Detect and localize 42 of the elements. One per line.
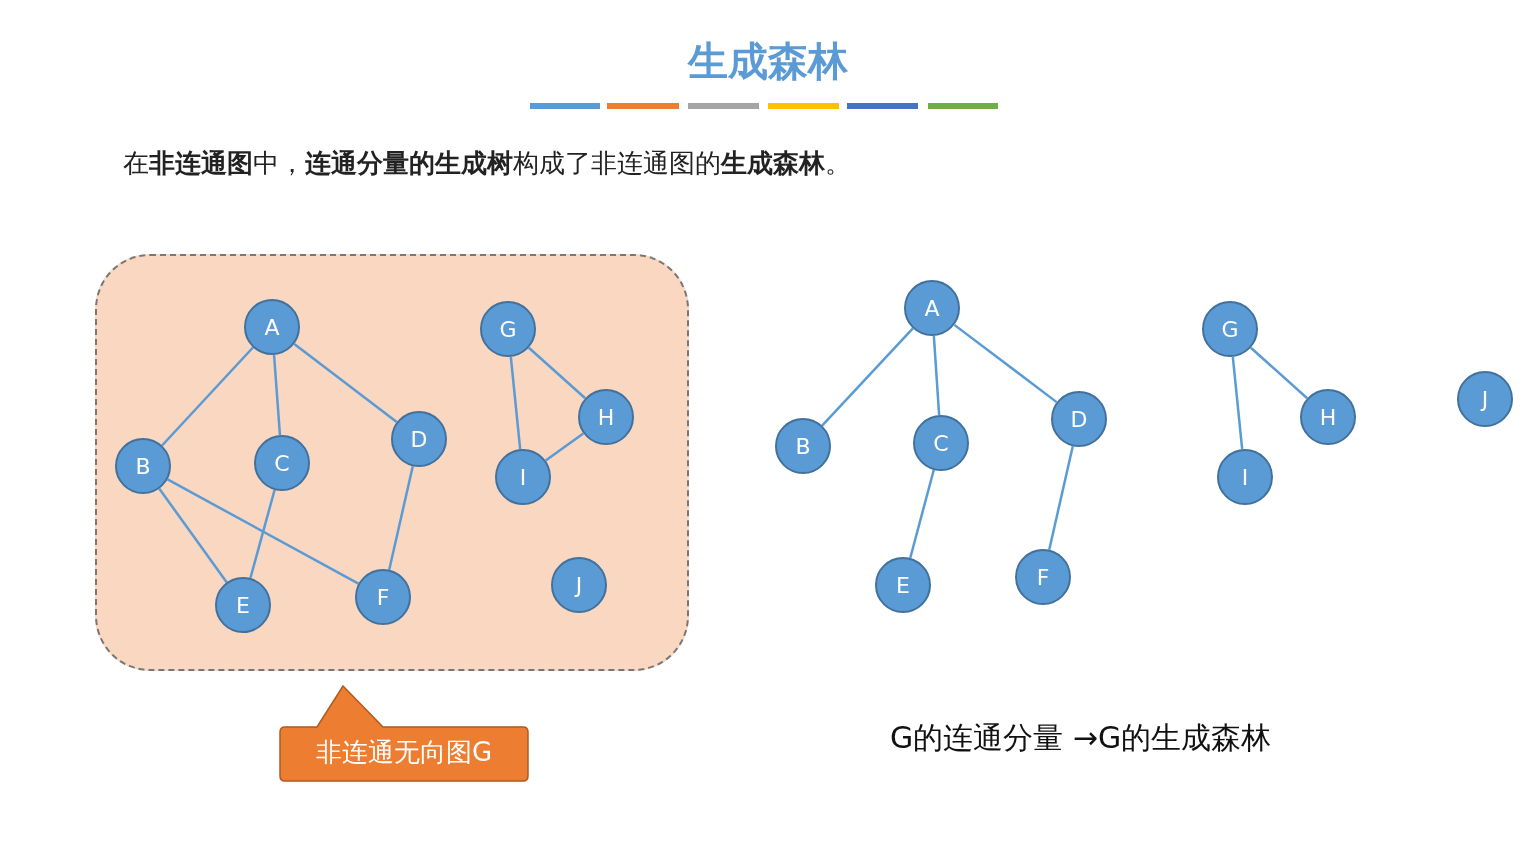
node-circle: C [913, 415, 969, 471]
edge-line [932, 335, 941, 416]
title: 生成森林 [686, 37, 849, 86]
edge-line [388, 466, 414, 570]
edge-line [249, 489, 276, 579]
edge-line [509, 356, 522, 450]
edge-line [953, 323, 1058, 404]
node-circle: E [875, 557, 931, 613]
node-circle: B [775, 418, 831, 474]
node-circle: H [1300, 389, 1356, 445]
node-circle: F [1015, 549, 1071, 605]
edge-line [1048, 446, 1074, 550]
node-circle: E [215, 577, 271, 633]
sentence: 在非连通图中，连通分量的生成树构成了非连通图的生成森林。 [123, 147, 851, 180]
edge-line [528, 346, 586, 400]
edge-line [293, 342, 398, 424]
node-circle: I [1217, 449, 1273, 505]
node-circle: A [244, 299, 300, 355]
node-circle: G [480, 301, 536, 357]
edge-line [544, 432, 585, 462]
node-circle: H [578, 389, 634, 445]
edge-line [821, 327, 914, 427]
edge-line [1250, 346, 1308, 400]
node-circle: C [254, 435, 310, 491]
node-circle: J [551, 557, 607, 613]
edge-line [909, 469, 935, 559]
edge-line [161, 346, 254, 447]
node-circle: F [355, 569, 411, 625]
dashed-region [95, 254, 689, 671]
edge-line [158, 488, 228, 583]
node-circle: B [115, 438, 171, 494]
edge-line [272, 354, 282, 436]
node-circle: I [495, 449, 551, 505]
node-circle: G [1202, 301, 1258, 357]
caption-text: G的连通分量 →G的生成森林 [890, 719, 1272, 757]
node-circle: D [1051, 391, 1107, 447]
node-circle: J [1457, 371, 1513, 427]
callout-bubble: 非连通无向图G [279, 685, 529, 782]
edge-line [1231, 356, 1244, 450]
edge-line [167, 478, 359, 585]
node-circle: D [391, 411, 447, 467]
node-circle: A [904, 280, 960, 336]
